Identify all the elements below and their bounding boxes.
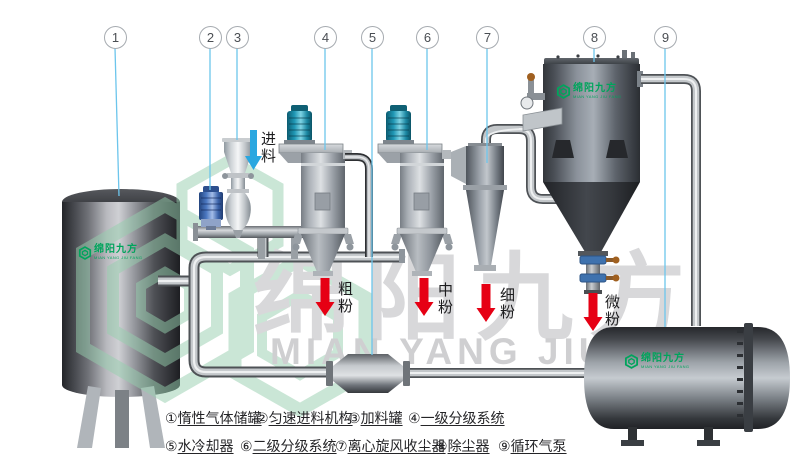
legend-label: 加料罐 bbox=[360, 410, 403, 426]
legend-label: 一级分级系统 bbox=[420, 410, 505, 426]
legend-number: ⑥ bbox=[240, 438, 253, 454]
legend-item-7: ⑦离心旋风收尘器 bbox=[335, 436, 446, 456]
legend-item-9: ⑨循环气泵 bbox=[498, 436, 567, 456]
callout-8-number: 8 bbox=[590, 30, 599, 45]
pump-tank-leg bbox=[704, 427, 713, 441]
brand-logo-icon bbox=[78, 245, 92, 260]
callout-7: 7 bbox=[476, 26, 499, 49]
pipe-classifier1-to-2 bbox=[345, 153, 373, 257]
brand-name-cn: 绵阳九方 bbox=[94, 244, 138, 255]
pump-tank-leg bbox=[628, 427, 637, 441]
brand-logo-dust-collector: 绵阳九方 MIAN YANG JIU FANG bbox=[556, 84, 621, 99]
brand-name-cn: 绵阳九方 bbox=[573, 83, 617, 94]
legend-item-8: ⑧除尘器 bbox=[435, 436, 490, 456]
legend-number: ⑦ bbox=[335, 438, 348, 454]
legend-item-5: ⑤水冷却器 bbox=[165, 436, 234, 456]
legend-item-6: ⑥二级分级系统 bbox=[240, 436, 337, 456]
legend-item-4: ④一级分级系统 bbox=[408, 408, 505, 428]
legend-label: 匀速进料机构 bbox=[268, 410, 353, 426]
label-medium-powder: 中粉 bbox=[436, 282, 453, 316]
brand-logo-icon bbox=[556, 84, 571, 99]
legend-item-3: ③加料罐 bbox=[348, 408, 403, 428]
feeder-motor bbox=[199, 186, 223, 230]
pipe-dust-to-pump bbox=[637, 71, 701, 326]
callout-2-number: 2 bbox=[206, 30, 215, 45]
callout-1: 1 bbox=[104, 26, 127, 49]
legend-number: ② bbox=[256, 410, 269, 426]
legend-number: ③ bbox=[348, 410, 361, 426]
label-feed: 进料 bbox=[259, 131, 276, 165]
brand-name-en: MIAN YANG JIU FANG bbox=[641, 364, 690, 369]
callout-5: 5 bbox=[361, 26, 384, 49]
classifier-secondary bbox=[377, 104, 454, 277]
callout-lines bbox=[114, 47, 666, 355]
callout-2: 2 bbox=[199, 26, 222, 49]
tank-leg bbox=[77, 386, 101, 448]
feed-tank bbox=[222, 138, 254, 238]
label-fine-powder: 细粉 bbox=[498, 287, 515, 321]
dust-collector bbox=[520, 50, 640, 252]
legend-label: 循环气泵 bbox=[510, 438, 567, 454]
water-cooler bbox=[326, 354, 410, 393]
brand-name-cn: 绵阳九方 bbox=[641, 353, 685, 364]
tank-leg bbox=[141, 386, 165, 448]
cyclone-collector bbox=[463, 143, 507, 271]
pipe-cyclone-to-dust bbox=[481, 124, 574, 204]
legend-number: ⑤ bbox=[165, 438, 178, 454]
callout-4: 4 bbox=[314, 26, 337, 49]
legend-label: 除尘器 bbox=[447, 438, 490, 454]
callout-7-number: 7 bbox=[483, 30, 492, 45]
tank-leg bbox=[115, 390, 129, 448]
circulation-pump-tank bbox=[584, 323, 790, 446]
label-ultrafine-powder: 微粉 bbox=[603, 294, 620, 328]
brand-name-en: MIAN YANG JIU FANG bbox=[94, 255, 143, 260]
pipe-main-loop bbox=[158, 251, 404, 378]
dust-discharge-valve bbox=[578, 251, 620, 294]
legend-label: 水冷却器 bbox=[177, 438, 234, 454]
callout-1-number: 1 bbox=[111, 30, 120, 45]
callout-4-number: 4 bbox=[321, 30, 330, 45]
brand-logo-inert-tank: 绵阳九方 MIAN YANG JIU FANG bbox=[78, 245, 142, 260]
callout-3: 3 bbox=[226, 26, 249, 49]
brand-logo-icon bbox=[624, 354, 639, 369]
callout-6-number: 6 bbox=[423, 30, 432, 45]
legend-label: 离心旋风收尘器 bbox=[347, 438, 446, 454]
callout-9: 9 bbox=[654, 26, 677, 49]
label-coarse-powder: 粗粉 bbox=[336, 281, 353, 315]
legend-label: 惰性气体储罐 bbox=[177, 410, 262, 426]
callout-5-number: 5 bbox=[368, 30, 377, 45]
legend-number: ⑧ bbox=[435, 438, 448, 454]
brand-logo-pump-tank: 绵阳九方 MIAN YANG JIU FANG bbox=[624, 354, 689, 369]
legend-number: ⑨ bbox=[498, 438, 511, 454]
feed-arrow-icon bbox=[245, 130, 262, 170]
callout-3-number: 3 bbox=[233, 30, 242, 45]
legend-item-1: ①惰性气体储罐 bbox=[165, 408, 262, 428]
pipe-horn-to-cyclone bbox=[451, 146, 466, 184]
legend-number: ④ bbox=[408, 410, 421, 426]
brand-name-en: MIAN YANG JIU FANG bbox=[573, 94, 622, 99]
legend-number: ① bbox=[165, 410, 178, 426]
legend-label: 二级分级系统 bbox=[252, 438, 337, 454]
callout-line-1 bbox=[114, 47, 120, 197]
callout-6: 6 bbox=[416, 26, 439, 49]
legend-item-2: ②匀速进料机构 bbox=[256, 408, 353, 428]
callout-8: 8 bbox=[583, 26, 606, 49]
callout-9-number: 9 bbox=[661, 30, 670, 45]
